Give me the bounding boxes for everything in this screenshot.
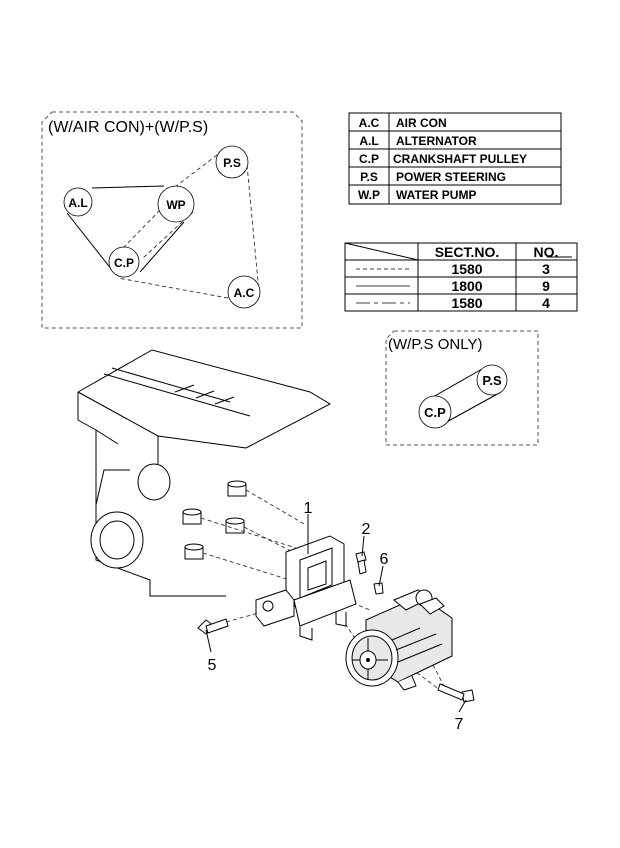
sect-cell: 1800: [451, 278, 482, 294]
legend-name: ALTERNATOR: [396, 134, 477, 148]
pulley-wp: [157, 185, 195, 223]
svg-text:P.S: P.S: [482, 373, 502, 388]
svg-text:C.P: C.P: [424, 405, 446, 420]
legend-abbr: P.S: [360, 170, 378, 184]
belt-diagram-full-frame: [41, 111, 303, 329]
legend-abbr: A.C: [359, 116, 380, 130]
svg-text:WP: WP: [166, 198, 185, 212]
callout-6: 6: [380, 551, 389, 568]
callout-7: 7: [455, 716, 464, 733]
callout-leaders: [205, 514, 467, 713]
pulley-ps: [215, 145, 249, 179]
callout-2: 2: [362, 521, 371, 538]
bolt-2: [355, 551, 367, 575]
legend-name: AIR CON: [396, 116, 447, 130]
ac-compressor: [345, 589, 453, 691]
legend-name: WATER PUMP: [396, 188, 476, 202]
belt-diagram-ps-title: (W/P.S ONLY): [388, 336, 482, 353]
legend-name: CRANKSHAFT PULLEY: [393, 152, 527, 166]
legend-abbr: W.P: [358, 188, 380, 202]
belt-diagram-full-title: (W/AIR CON)+(W/P.S): [48, 119, 208, 136]
bolt-5: [197, 618, 229, 635]
pulley-al: [63, 187, 93, 217]
belt-diagram-ps: (W/P.S ONLY) P.S C.P: [385, 330, 539, 446]
bolt-6: [373, 582, 384, 595]
belt-diagram-full: (W/AIR CON)+(W/P.S) P.S A.L WP C.P A.C: [41, 111, 303, 329]
engine-block: [77, 349, 332, 597]
bolt-7: [437, 683, 475, 703]
no-cell: 9: [542, 278, 550, 294]
legend-table: A.C AIR CON A.L ALTERNATOR C.P CRANKSHAF…: [348, 112, 562, 205]
pulley-cp: [108, 246, 140, 278]
legend-abbr: A.L: [359, 134, 378, 148]
pulley-ac: [227, 275, 261, 309]
legend-name: POWER STEERING: [396, 170, 506, 184]
no-cell: 3: [542, 261, 550, 277]
header-sect-no: SECT.NO.: [435, 244, 500, 260]
sect-cell: 1580: [451, 295, 482, 311]
svg-text:P.S: P.S: [223, 156, 241, 170]
callout-5: 5: [208, 657, 217, 674]
pulley-cp: [418, 395, 452, 429]
header-no: NO.: [534, 244, 559, 260]
core-plug: [137, 463, 171, 501]
svg-text:C.P: C.P: [114, 256, 134, 270]
svg-text:A.L: A.L: [68, 196, 87, 210]
section-table: SECT.NO. NO. 1580 3 1800 9 1580 4: [344, 242, 578, 312]
belt-diagram-ps-frame: [385, 330, 539, 446]
mounting-studs: [182, 480, 247, 560]
pulley-ps: [476, 364, 508, 396]
callout-1: 1: [304, 500, 313, 517]
sect-cell: 1580: [451, 261, 482, 277]
compressor-bracket: [255, 535, 357, 641]
no-cell: 4: [542, 295, 550, 311]
svg-text:A.C: A.C: [234, 286, 255, 300]
legend-abbr: C.P: [359, 152, 379, 166]
